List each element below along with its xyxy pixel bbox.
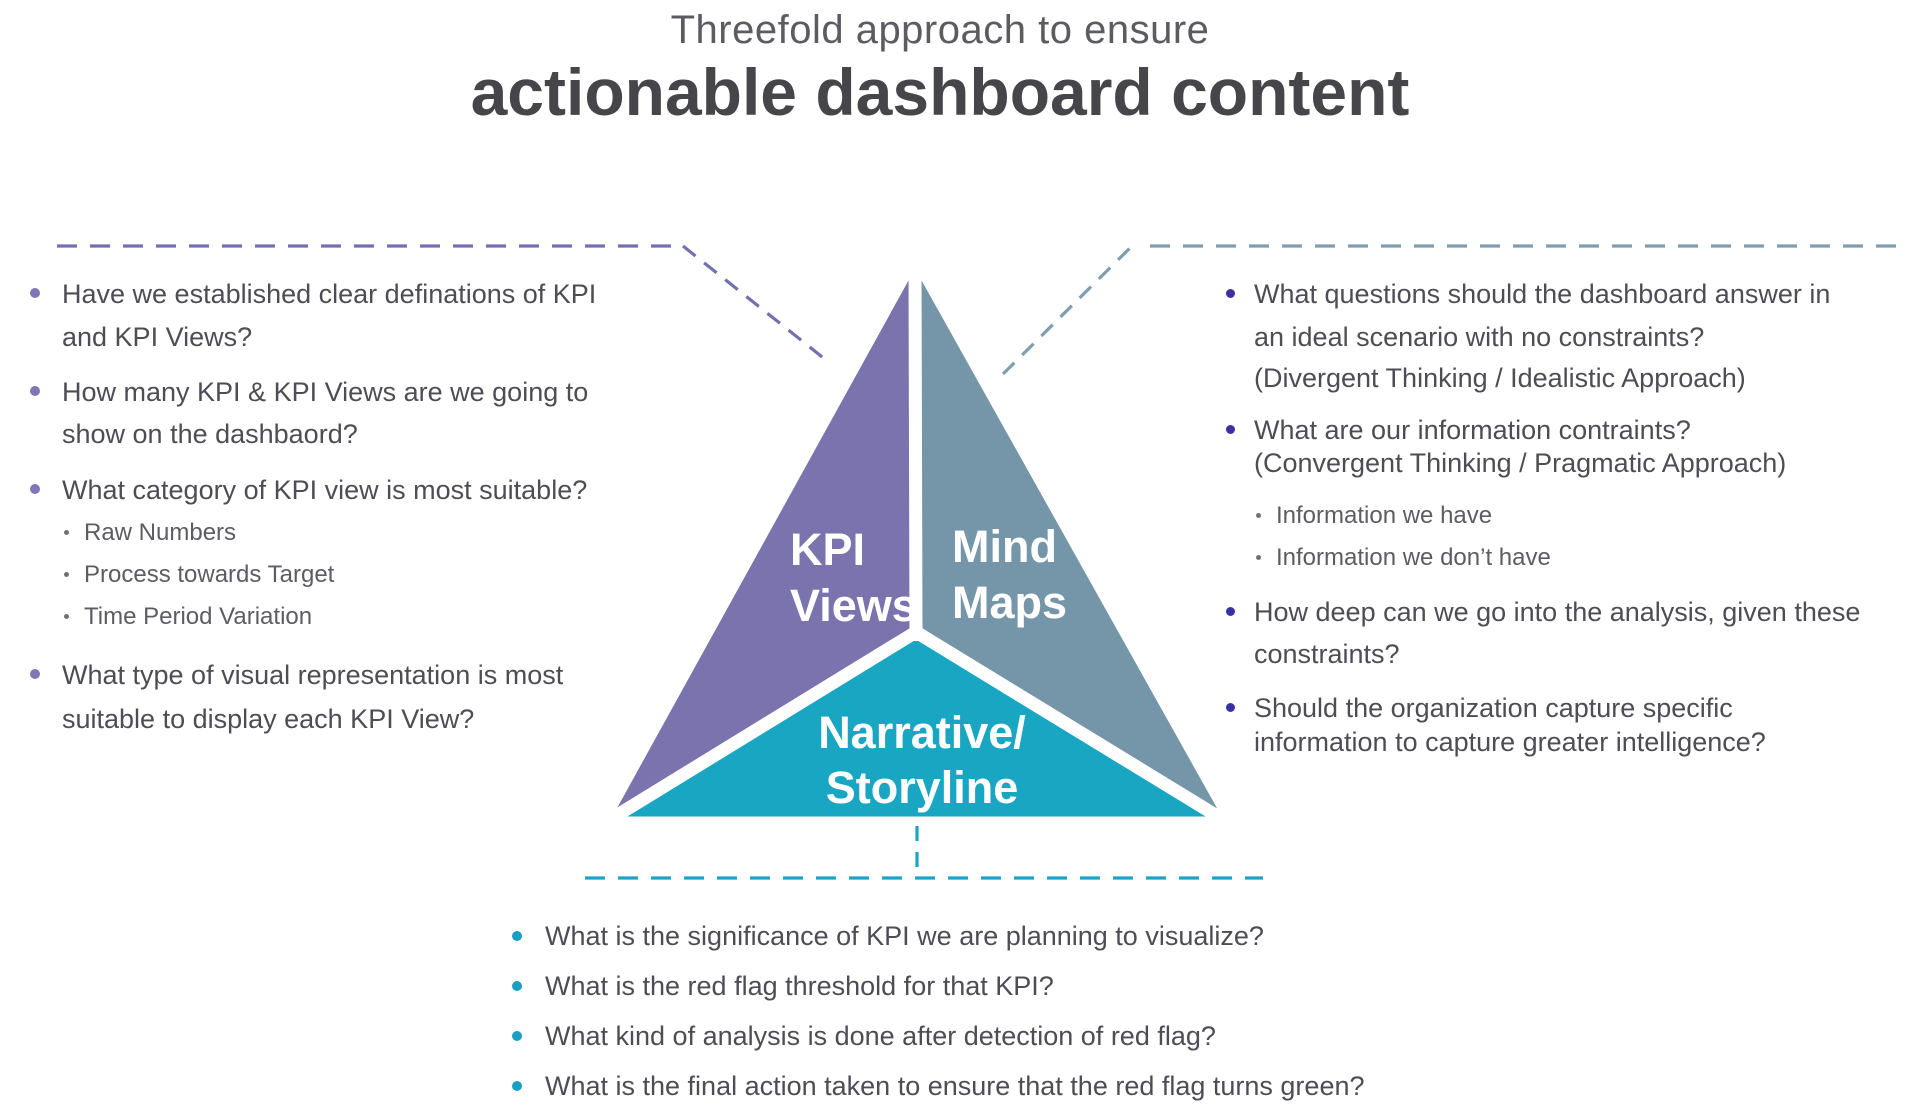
mindmap-question-line: What are our information contraints? — [1254, 415, 1691, 445]
bullet-icon — [1226, 425, 1235, 434]
mind-maps-label-line2: Maps — [952, 577, 1067, 628]
kpi-question-line: What category of KPI view is most suitab… — [62, 475, 588, 505]
divider-vertical — [908, 261, 923, 642]
kpi-question-line: and KPI Views? — [62, 322, 253, 352]
kpi-sub-item: Raw Numbers — [84, 519, 237, 546]
narrative-question-line: What is the final action taken to ensure… — [545, 1071, 1365, 1101]
mindmap-question-line: (Convergent Thinking / Pragmatic Approac… — [1254, 448, 1787, 478]
left-dashed-diagonal-line — [682, 244, 827, 362]
mindmap-question-line: an ideal scenario with no constraints? — [1254, 322, 1705, 352]
bullet-icon — [512, 1031, 522, 1041]
kpi-question-line: How many KPI & KPI Views are we going to — [62, 377, 589, 407]
mindmap-question-line: How deep can we go into the analysis, gi… — [1254, 597, 1861, 627]
bullet-icon — [30, 669, 40, 679]
kpi-views-label-line2: Views — [790, 580, 917, 631]
bullet-icon — [512, 931, 522, 941]
mindmap-question-line: constraints? — [1254, 639, 1400, 669]
mindmap-question-line: Should the organization capture specific — [1254, 693, 1733, 723]
narrative-question-line: What is the red flag threshold for that … — [545, 971, 1054, 1001]
bullet-icon — [512, 1081, 522, 1091]
narrative-question-line: What kind of analysis is done after dete… — [545, 1021, 1216, 1051]
divider-left — [602, 626, 920, 828]
right-dashed-diagonal-line — [1001, 244, 1134, 376]
narrative-question-line: What is the significance of KPI we are p… — [545, 921, 1264, 951]
kpi-sub-item: Process towards Target — [84, 561, 335, 588]
bullet-icon — [1226, 703, 1235, 712]
title-line1: Threefold approach to ensure — [670, 8, 1210, 52]
bullet-icon — [512, 981, 522, 991]
mindmap-question-line: What questions should the dashboard answ… — [1254, 279, 1831, 309]
sub-bullet-icon — [1256, 513, 1261, 518]
mindmap-sub-item: Information we have — [1276, 502, 1493, 529]
narrative-label-line1: Narrative/ — [818, 707, 1026, 758]
page-title: actionable dashboard content — [470, 55, 1410, 129]
bullet-icon — [1226, 607, 1235, 616]
sub-bullet-icon — [1256, 555, 1261, 560]
sub-bullet-icon — [64, 614, 69, 619]
mind-maps-label-line1: Mind — [952, 521, 1057, 572]
kpi-views-label-line1: KPI — [790, 524, 865, 575]
bullet-icon — [1226, 289, 1235, 298]
kpi-sub-item: Time Period Variation — [84, 603, 313, 630]
mindmap-question-line: information to capture greater intellige… — [1254, 727, 1766, 757]
kpi-question-line: Have we established clear definations of… — [62, 279, 597, 309]
kpi-question-line: suitable to display each KPI View? — [62, 704, 475, 734]
bullet-icon — [30, 386, 40, 396]
mindmap-question-line: (Divergent Thinking / Idealistic Approac… — [1254, 363, 1746, 393]
kpi-question-line: show on the dashbaord? — [62, 419, 358, 449]
divider-right — [912, 626, 1231, 828]
kpi-question-line: What type of visual representation is mo… — [62, 660, 564, 690]
narrative-label-line2: Storyline — [826, 762, 1019, 813]
bullet-icon — [30, 484, 40, 494]
sub-bullet-icon — [64, 530, 69, 535]
mindmap-sub-item: Information we don’t have — [1276, 544, 1551, 571]
bullet-icon — [30, 288, 40, 298]
sub-bullet-icon — [64, 572, 69, 577]
